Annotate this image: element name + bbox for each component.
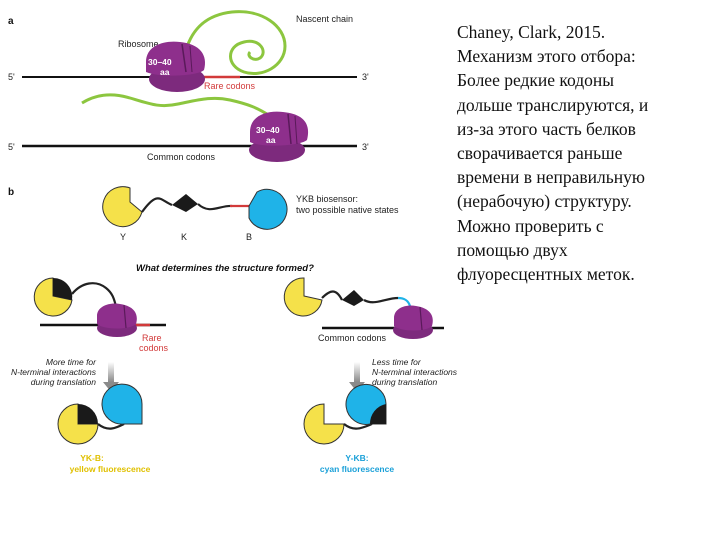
panel-b-letter: b [8, 187, 14, 198]
note-line: помощью двух [457, 239, 568, 260]
right-caption-line3: during translation [372, 377, 437, 387]
note-line: Chaney, Clark, 2015. [457, 22, 606, 42]
left-translation-state [33, 277, 166, 337]
note-line: сворачивается раньше [457, 143, 623, 164]
rare-codons-label-a: Rare codons [204, 81, 256, 91]
right-common-label: Common codons [318, 333, 387, 343]
domain-k-label: K [181, 232, 187, 242]
left-caption-line1: More time for [46, 357, 97, 367]
five-prime-top: 5' [8, 72, 15, 82]
left-result-structure [57, 383, 143, 445]
nascent-chain-wave [81, 93, 271, 118]
left-result-desc: yellow fluorescence [70, 464, 151, 474]
ribosome-bottom [249, 111, 309, 162]
nascent-chain-label: Nascent chain [296, 14, 353, 24]
right-result-name: Y-KB: [345, 453, 368, 463]
three-prime-bottom: 3' [362, 142, 369, 152]
left-caption-line3: during translation [31, 377, 96, 387]
right-translation-state [283, 277, 444, 339]
note-line: Можно проверить с [457, 215, 604, 236]
right-caption-line1: Less time for [372, 357, 422, 367]
explanation-note: Chaney, Clark, 2015. Механизм этого отбо… [457, 20, 713, 286]
right-caption-line2: N-terminal interactions [372, 367, 458, 377]
biosensor-label-line1: YKB biosensor: [296, 194, 358, 204]
left-rare-line2: codons [139, 343, 169, 353]
ykb-biosensor [102, 186, 288, 230]
aa-unit-top: aa [160, 67, 170, 77]
note-line: Более редкие кодоны [457, 70, 615, 91]
aa-count-top: 30–40 [148, 57, 172, 67]
three-prime-top: 3' [362, 72, 369, 82]
note-line: из-за этого часть белков [457, 118, 636, 139]
five-prime-bottom: 5' [8, 142, 15, 152]
question-heading: What determines the structure formed? [136, 263, 314, 274]
right-result-structure [303, 383, 387, 445]
left-result-name: YK-B: [80, 453, 104, 463]
aa-count-bottom: 30–40 [256, 125, 280, 135]
panel-a-letter: a [8, 16, 14, 27]
left-rare-line1: Rare [142, 333, 162, 343]
note-line: (нерабочую) структуру. [457, 191, 632, 212]
domain-y-label: Y [120, 232, 126, 242]
nascent-chain-spiral [184, 10, 287, 75]
note-line: дольше транслируются, и [457, 94, 649, 115]
ribosome-top [146, 41, 205, 92]
note-line: Механизм этого отбора: [457, 46, 636, 67]
biosensor-label-line2: two possible native states [296, 205, 399, 215]
left-caption-line2: N-terminal interactions [11, 367, 97, 377]
common-codons-label-a: Common codons [147, 152, 216, 162]
aa-unit-bottom: aa [266, 135, 276, 145]
ribosome-label: Ribosome [118, 39, 159, 49]
note-line: времени в неправильную [457, 167, 645, 188]
note-line: флуоресцентных меток. [457, 264, 635, 285]
right-result-desc: cyan fluorescence [320, 464, 394, 474]
domain-b-label: B [246, 232, 252, 242]
